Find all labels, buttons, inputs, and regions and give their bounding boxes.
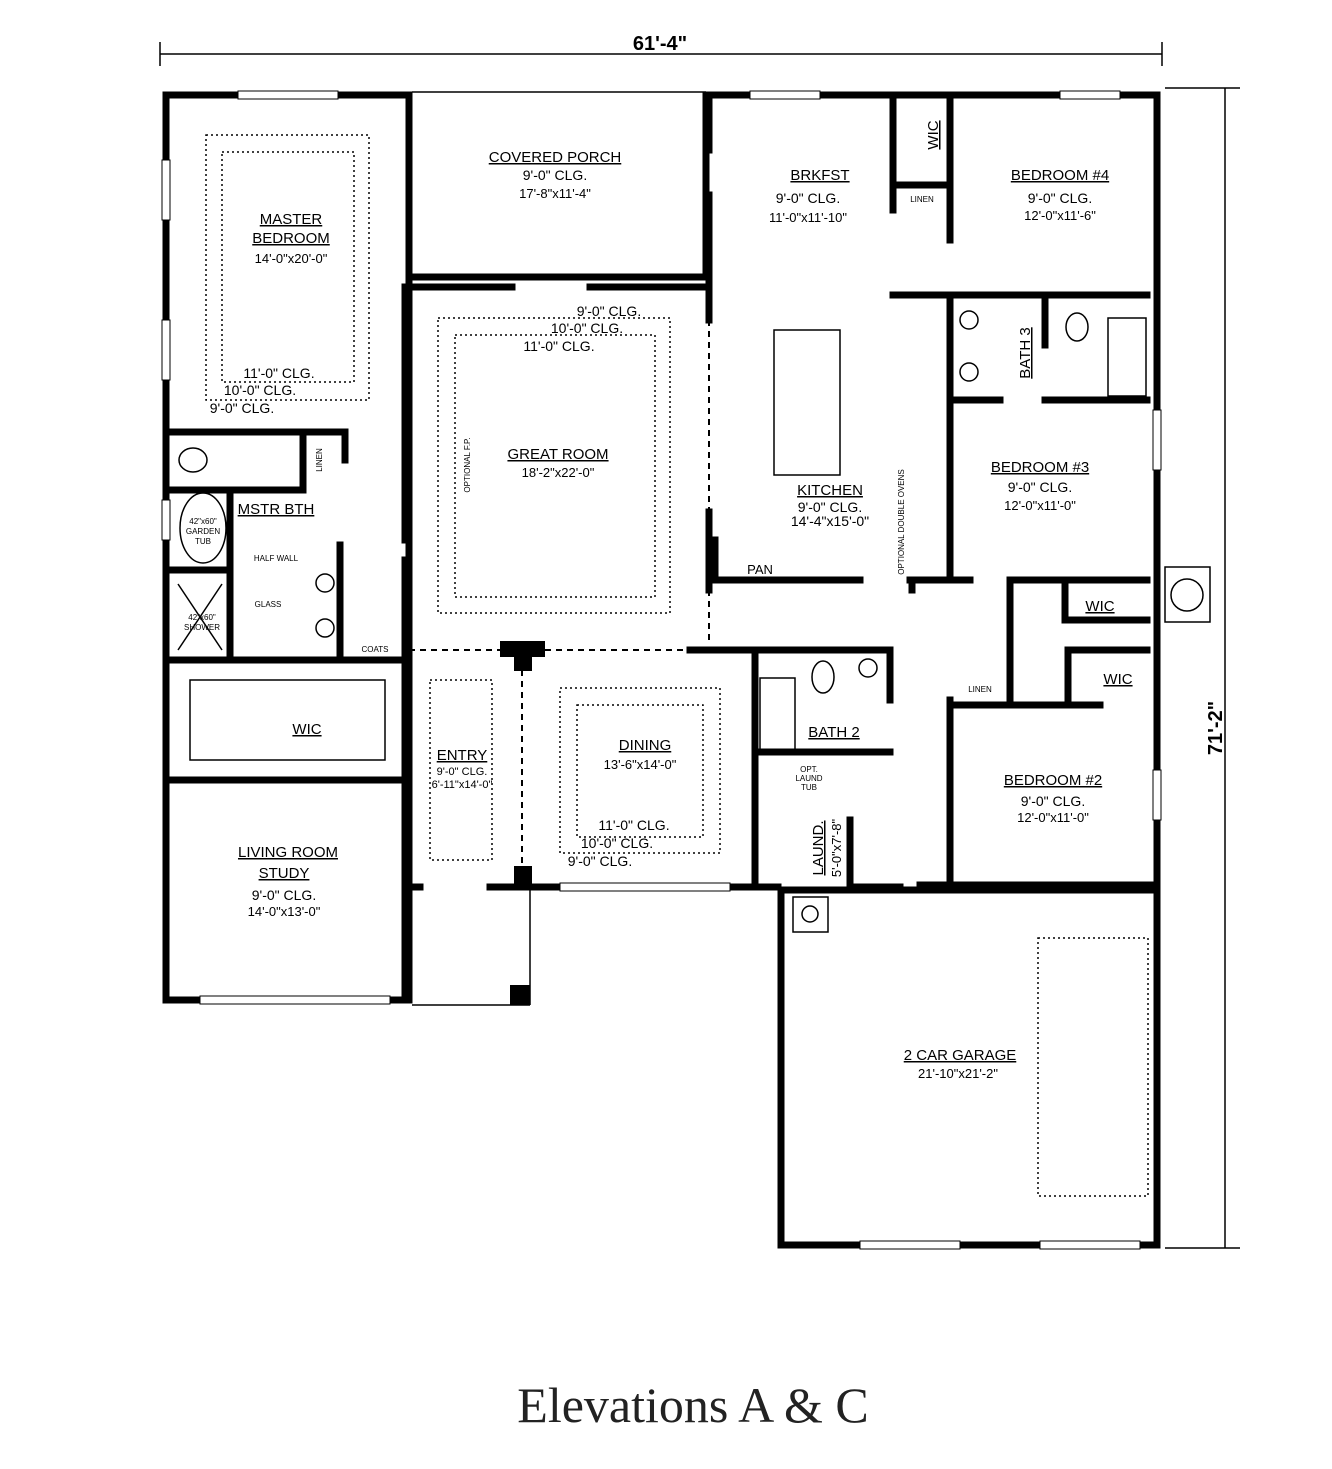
svg-text:OPTIONAL F.P.: OPTIONAL F.P.: [463, 437, 472, 492]
svg-text:42"x60": 42"x60": [188, 613, 216, 622]
svg-text:42"x60": 42"x60": [189, 517, 217, 526]
svg-text:DINING: DINING: [619, 737, 672, 754]
svg-text:TUB: TUB: [195, 537, 211, 546]
svg-text:LINEN: LINEN: [315, 448, 324, 472]
svg-text:13'-6"x14'-0": 13'-6"x14'-0": [604, 757, 677, 772]
hvac-icon: [1170, 578, 1204, 612]
svg-text:HALF WALL: HALF WALL: [254, 554, 299, 563]
svg-text:WIC: WIC: [1103, 671, 1132, 688]
svg-text:11'-0" CLG.: 11'-0" CLG.: [523, 338, 594, 354]
svg-text:SHOWER: SHOWER: [184, 623, 220, 632]
svg-text:BEDROOM #4: BEDROOM #4: [1011, 167, 1109, 184]
width-dimension: 61'-4": [159, 33, 1163, 66]
depth-dimension: 71'-2": [1165, 87, 1240, 1249]
brkfst-label: BRKFST 9'-0" CLG. 11'-0"x11'-10": [769, 167, 850, 225]
svg-text:9'-0" CLG.: 9'-0" CLG.: [577, 303, 641, 319]
svg-text:12'-0"x11'-6": 12'-0"x11'-6": [1024, 208, 1096, 223]
svg-text:LAUND.: LAUND.: [810, 820, 827, 875]
svg-text:14'-0"x20'-0": 14'-0"x20'-0": [255, 251, 328, 266]
svg-text:MASTER: MASTER: [260, 211, 323, 228]
svg-text:MSTR BTH: MSTR BTH: [238, 501, 315, 518]
svg-text:9'-0" CLG.: 9'-0" CLG.: [252, 887, 316, 903]
svg-text:10'-0" CLG.: 10'-0" CLG.: [581, 835, 653, 851]
svg-text:WIC: WIC: [925, 120, 942, 149]
svg-text:9'-0" CLG.: 9'-0" CLG.: [437, 766, 488, 778]
water-heater-icon: [801, 905, 819, 923]
svg-text:LINEN: LINEN: [968, 685, 992, 694]
svg-text:9'-0" CLG.: 9'-0" CLG.: [798, 499, 862, 515]
laundry-label: LAUND. 5'-0"x7'-8" OPT. LAUND TUB: [795, 765, 844, 877]
svg-text:71'-2": 71'-2": [1205, 701, 1227, 755]
entry-label: ENTRY 9'-0" CLG. 6'-11"x14'-0": [432, 747, 493, 791]
svg-text:6'-11"x14'-0": 6'-11"x14'-0": [432, 779, 493, 791]
living-room-label: LIVING ROOM STUDY 9'-0" CLG. 14'-0"x13'-…: [238, 844, 338, 919]
svg-text:10'-0" CLG.: 10'-0" CLG.: [224, 382, 296, 398]
svg-text:18'-2"x22'-0": 18'-2"x22'-0": [522, 465, 595, 480]
svg-text:9'-0" CLG.: 9'-0" CLG.: [1008, 479, 1072, 495]
svg-text:9'-0" CLG.: 9'-0" CLG.: [1021, 793, 1085, 809]
svg-text:2 CAR GARAGE: 2 CAR GARAGE: [904, 1047, 1017, 1064]
svg-text:11'-0" CLG.: 11'-0" CLG.: [243, 365, 314, 381]
svg-text:LAUND: LAUND: [795, 774, 822, 783]
svg-text:GLASS: GLASS: [255, 600, 282, 609]
svg-text:17'-8"x11'-4": 17'-8"x11'-4": [519, 186, 591, 201]
svg-text:GARDEN: GARDEN: [186, 527, 220, 536]
svg-text:9'-0" CLG.: 9'-0" CLG.: [1028, 190, 1092, 206]
svg-text:5'-0"x7'-8": 5'-0"x7'-8": [829, 818, 844, 877]
svg-text:OPT.: OPT.: [800, 765, 818, 774]
svg-text:9'-0" CLG.: 9'-0" CLG.: [568, 853, 632, 869]
svg-text:COVERED PORCH: COVERED PORCH: [489, 149, 622, 166]
mstr-bth-label: MSTR BTH 42"x60" GARDEN TUB HALF WALL GL…: [184, 448, 388, 654]
svg-text:11'-0"x11'-10": 11'-0"x11'-10": [769, 210, 847, 225]
svg-text:LIVING ROOM: LIVING ROOM: [238, 844, 338, 861]
bath2-label: BATH 2: [808, 724, 859, 741]
svg-text:BRKFST: BRKFST: [790, 167, 849, 184]
room-labels: COVERED PORCH 9'-0" CLG. 17'-8"x11'-4" M…: [184, 120, 1133, 1081]
svg-text:21'-10"x21'-2": 21'-10"x21'-2": [918, 1066, 998, 1081]
svg-text:14'-4"x15'-0": 14'-4"x15'-0": [791, 513, 869, 529]
covered-porch-label: COVERED PORCH 9'-0" CLG. 17'-8"x11'-4": [489, 149, 622, 201]
great-room-label: 9'-0" CLG. 10'-0" CLG. 11'-0" CLG. GREAT…: [463, 303, 641, 493]
dining-label: DINING 13'-6"x14'-0" 11'-0" CLG. 10'-0" …: [568, 737, 677, 869]
svg-text:14'-0"x13'-0": 14'-0"x13'-0": [248, 904, 321, 919]
svg-text:BEDROOM #2: BEDROOM #2: [1004, 772, 1102, 789]
svg-text:KITCHEN: KITCHEN: [797, 482, 863, 499]
svg-text:9'-0" CLG.: 9'-0" CLG.: [523, 167, 587, 183]
bath3-label: BATH 3: [1017, 327, 1034, 378]
svg-text:PAN: PAN: [747, 562, 773, 577]
svg-text:9'-0" CLG.: 9'-0" CLG.: [776, 190, 840, 206]
svg-text:LINEN: LINEN: [910, 195, 934, 204]
svg-text:WIC: WIC: [1085, 598, 1114, 615]
ceiling-trays: [177, 134, 1211, 933]
svg-text:10'-0" CLG.: 10'-0" CLG.: [551, 320, 623, 336]
svg-text:ENTRY: ENTRY: [437, 747, 488, 764]
caption: Elevations A & C: [517, 1377, 868, 1433]
svg-text:BEDROOM: BEDROOM: [252, 230, 330, 247]
bedroom4-label: BEDROOM #4 9'-0" CLG. 12'-0"x11'-6" WIC …: [910, 120, 1109, 223]
svg-text:61'-4": 61'-4": [633, 33, 687, 55]
svg-text:9'-0" CLG.: 9'-0" CLG.: [210, 400, 274, 416]
svg-text:BEDROOM #3: BEDROOM #3: [991, 459, 1089, 476]
bedroom3-label: BEDROOM #3 9'-0" CLG. 12'-0"x11'-0" WIC: [991, 459, 1115, 615]
svg-text:12'-0"x11'-0": 12'-0"x11'-0": [1004, 498, 1076, 513]
walls: [162, 91, 1161, 1249]
svg-text:GREAT ROOM: GREAT ROOM: [507, 446, 608, 463]
bedroom2-label: BEDROOM #2 9'-0" CLG. 12'-0"x11'-0" WIC …: [968, 671, 1133, 825]
svg-text:11'-0" CLG.: 11'-0" CLG.: [598, 817, 669, 833]
master-wic-label: WIC: [292, 721, 321, 738]
svg-text:TUB: TUB: [801, 783, 817, 792]
svg-text:STUDY: STUDY: [259, 865, 310, 882]
svg-text:COATS: COATS: [362, 645, 389, 654]
kitchen-label: KITCHEN 9'-0" CLG. 14'-4"x15'-0" OPTIONA…: [747, 469, 906, 577]
master-bedroom-label: MASTER BEDROOM 14'-0"x20'-0" 11'-0" CLG.…: [210, 211, 330, 416]
windows: [161, 90, 1162, 1250]
svg-text:12'-0"x11'-0": 12'-0"x11'-0": [1017, 810, 1089, 825]
garage-label: 2 CAR GARAGE 21'-10"x21'-2": [904, 1047, 1017, 1081]
svg-text:OPTIONAL DOUBLE OVENS: OPTIONAL DOUBLE OVENS: [897, 469, 906, 575]
